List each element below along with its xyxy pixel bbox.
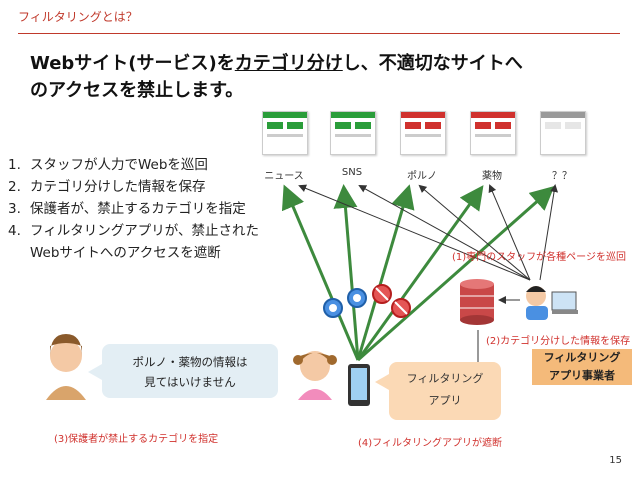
step-number: 3. (8, 201, 21, 217)
site-label-unknown: ？？ (552, 171, 572, 182)
step-item: Webサイトへのアクセスを遮断 (8, 242, 308, 264)
bubble-line1: ポルノ・薬物の情報は (132, 355, 248, 369)
annotation-2: (2)カテゴリ分けした情報を保存 (486, 336, 631, 347)
site-label-drugs: 薬物 (482, 171, 502, 182)
heading-line2: のアクセスを禁止します。 (30, 80, 244, 101)
smartphone-icon (348, 364, 370, 406)
step-text: フィルタリングアプリが、禁止された (30, 223, 259, 239)
slide-heading: Webサイト(サービス)をカテゴリ分けし、不適切なサイトへ のアクセスを禁止しま… (30, 50, 610, 104)
arrow-to-porn (356, 184, 415, 361)
arrow-to-news (281, 184, 360, 361)
vendor-line1: フィルタリング (543, 351, 621, 364)
website-porn-thumbnail (400, 111, 446, 155)
step-text: カテゴリ分けした情報を保存 (30, 179, 206, 195)
parent-speech-bubble: ポルノ・薬物の情報は 見てはいけません (88, 344, 278, 398)
annotation-1: (1)専門のスタッフが各種ページを巡回 (452, 252, 626, 263)
step-number: 1. (8, 157, 21, 173)
heading-part1: Webサイト(サービス)を (30, 53, 235, 74)
parent-icon (46, 334, 86, 400)
website-news-thumbnail (262, 111, 308, 155)
vendor-badge: フィルタリング アプリ事業者 (532, 349, 632, 385)
vendor-line2: アプリ事業者 (549, 369, 615, 382)
website-drugs-thumbnail (470, 111, 516, 155)
filtering-app-box: フィルタリング アプリ (375, 362, 501, 420)
arrow-to-sns (333, 184, 360, 361)
site-label-porn: ポルノ (407, 171, 437, 182)
annotation-4: (4)フィルタリングアプリが遮断 (358, 438, 502, 449)
site-label-news: ニュース (264, 171, 304, 182)
allowed-icon (323, 298, 343, 318)
database-icon (460, 279, 494, 325)
website-sns-thumbnail (330, 111, 376, 155)
step-item: 1. スタッフが人力でWebを巡回 (8, 154, 308, 176)
title-divider (18, 33, 620, 34)
heading-underlined: カテゴリ分け (234, 53, 343, 74)
website-unknown-thumbnail (540, 111, 586, 155)
child-icon (293, 351, 337, 400)
step-text: 保護者が、禁止するカテゴリを指定 (30, 201, 246, 217)
step-item: 4. フィルタリングアプリが、禁止された (8, 220, 308, 242)
app-line2: アプリ (428, 394, 462, 407)
step-number: 4. (8, 223, 21, 239)
annotation-3: (3)保護者が禁止するカテゴリを指定 (54, 434, 219, 445)
page-number: 15 (609, 455, 622, 466)
arrow-to-drugs (356, 185, 484, 361)
slide-subtitle: フィルタリングとは？ (18, 10, 138, 24)
arrow-to-unknown (357, 186, 555, 362)
blocked-icon (391, 298, 411, 318)
blocking-arrows (281, 184, 555, 362)
allowed-icon (347, 288, 367, 308)
step-number: 2. (8, 179, 21, 195)
step-text: スタッフが人力でWebを巡回 (30, 157, 208, 173)
app-line1: フィルタリング (406, 372, 484, 385)
steps-list: 1. スタッフが人力でWebを巡回 2. カテゴリ分けした情報を保存 3. 保護者が、… (8, 154, 308, 264)
step-text: Webサイトへのアクセスを遮断 (30, 245, 221, 261)
site-label-sns: SNS (341, 167, 363, 178)
blocked-icon (372, 284, 392, 304)
step-item: 3. 保護者が、禁止するカテゴリを指定 (8, 198, 308, 220)
step-item: 2. カテゴリ分けした情報を保存 (8, 176, 308, 198)
bubble-line2: 見てはいけません (144, 375, 236, 389)
staff-icon (526, 286, 578, 320)
heading-part2: し、不適切なサイトへ (342, 53, 523, 74)
crawl-arrows (298, 184, 559, 380)
